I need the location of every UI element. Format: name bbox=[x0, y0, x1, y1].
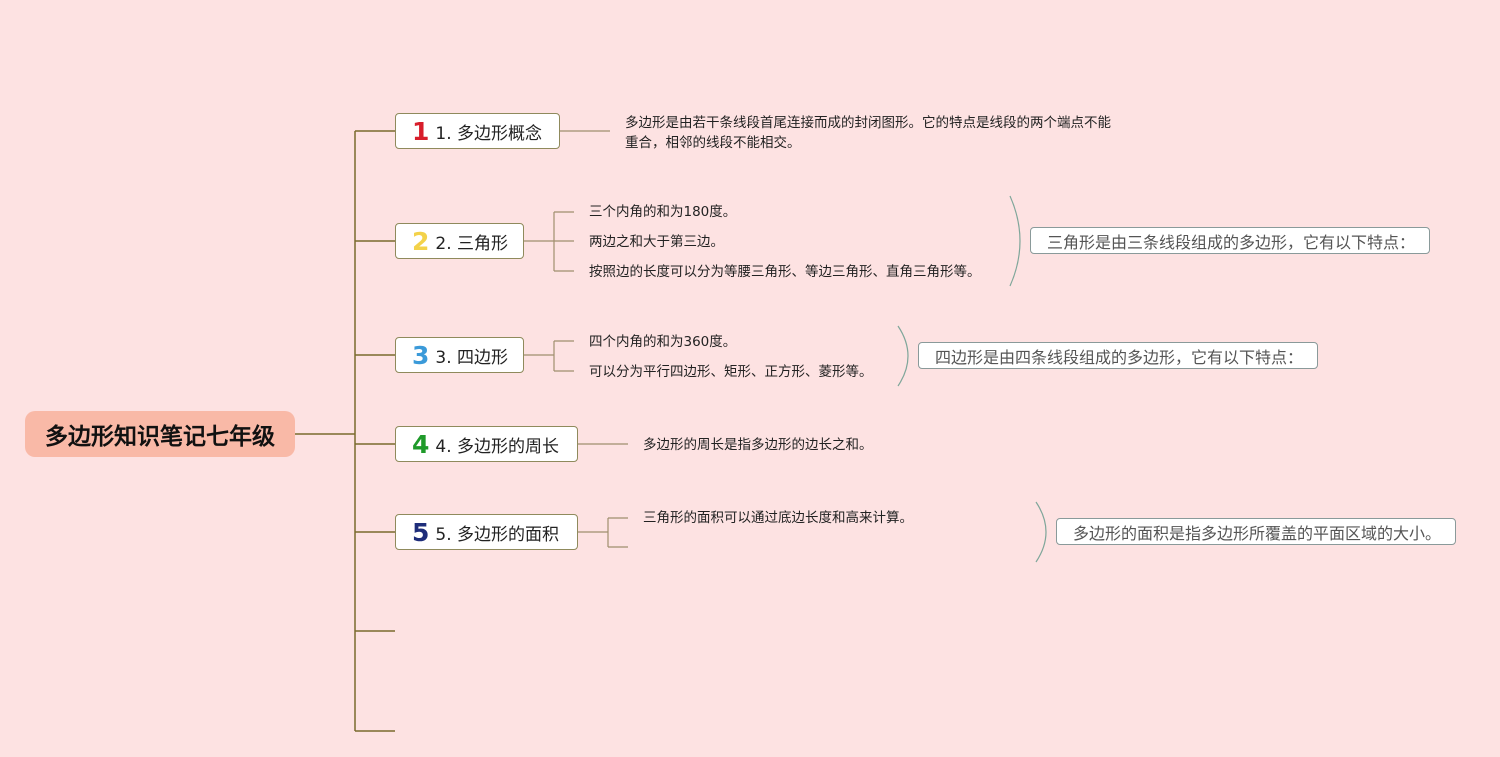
topic-4[interactable]: 4 4. 多边形的周长 bbox=[395, 426, 578, 462]
topic-2-detail-3[interactable]: 按照边的长度可以分为等腰三角形、等边三角形、直角三角形等。 bbox=[589, 264, 981, 280]
topic-5-summary[interactable]: 多边形的面积是指多边形所覆盖的平面区域的大小。 bbox=[1056, 518, 1456, 545]
summary-bracket-5 bbox=[1035, 501, 1047, 563]
topic-3-summary[interactable]: 四边形是由四条线段组成的多边形，它有以下特点： bbox=[918, 342, 1318, 369]
topic-1-detail[interactable]: 多边形是由若干条线段首尾连接而成的封闭图形。它的特点是线段的两个端点不能重合，相… bbox=[625, 115, 1111, 151]
root-topic[interactable]: 多边形知识笔记七年级 bbox=[25, 411, 295, 457]
topic-label: 4. 多边形的周长 bbox=[435, 436, 560, 457]
topic-label: 5. 多边形的面积 bbox=[435, 524, 560, 545]
topic-label: 3. 四边形 bbox=[435, 347, 509, 368]
topic-5-detail[interactable]: 三角形的面积可以通过底边长度和高来计算。 bbox=[643, 510, 913, 526]
summary-bracket-2 bbox=[1009, 195, 1021, 287]
topic-2-detail-2[interactable]: 两边之和大于第三边。 bbox=[589, 234, 724, 250]
summary-bracket-3 bbox=[897, 325, 909, 387]
topic-3-detail-1[interactable]: 四个内角的和为360度。 bbox=[589, 334, 737, 350]
topic-5[interactable]: 5 5. 多边形的面积 bbox=[395, 514, 578, 550]
topic-2[interactable]: 2 2. 三角形 bbox=[395, 223, 524, 259]
topic-label: 2. 三角形 bbox=[435, 233, 509, 254]
topic-label: 1. 多边形概念 bbox=[435, 123, 543, 144]
number-4-icon: 4 bbox=[412, 429, 430, 459]
number-1-icon: 1 bbox=[412, 116, 430, 146]
number-3-icon: 3 bbox=[412, 340, 430, 370]
topic-2-summary[interactable]: 三角形是由三条线段组成的多边形，它有以下特点： bbox=[1030, 227, 1430, 254]
topic-1[interactable]: 1 1. 多边形概念 bbox=[395, 113, 560, 149]
topic-3[interactable]: 3 3. 四边形 bbox=[395, 337, 524, 373]
number-2-icon: 2 bbox=[412, 226, 430, 256]
topic-4-detail[interactable]: 多边形的周长是指多边形的边长之和。 bbox=[643, 437, 873, 453]
topic-3-detail-2[interactable]: 可以分为平行四边形、矩形、正方形、菱形等。 bbox=[589, 364, 873, 380]
number-5-icon: 5 bbox=[412, 517, 430, 547]
topic-2-detail-1[interactable]: 三个内角的和为180度。 bbox=[589, 204, 737, 220]
root-title: 多边形知识笔记七年级 bbox=[45, 424, 275, 450]
